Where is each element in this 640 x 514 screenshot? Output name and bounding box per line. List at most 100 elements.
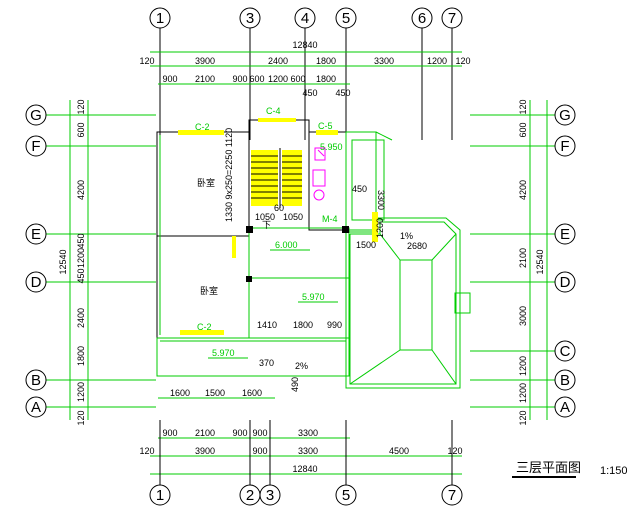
building-outline <box>156 119 471 389</box>
dim-1800-inner: 1800 <box>293 320 313 330</box>
stair-flight: 下 <box>251 148 302 230</box>
dim-top-r1-0: 120 <box>139 56 154 66</box>
axis-bubble-left-G <box>25 104 47 126</box>
dim-right-7: 120 <box>518 410 528 425</box>
right-axis-bubbles: G F E D C B A <box>470 104 576 418</box>
dim-top-sub-0: 450 <box>302 88 317 98</box>
axis-bubble-left-F <box>25 135 47 157</box>
dim-bot-r3-2: 1600 <box>242 388 262 398</box>
axis-bubble-top-1 <box>149 7 171 29</box>
dim-right-1: 600 <box>518 122 528 137</box>
axis-label-left-B: B <box>31 372 41 389</box>
window-c2-bottom <box>180 330 224 335</box>
bathroom-fixtures <box>312 147 326 201</box>
label-c4: C-4 <box>266 106 281 116</box>
dim-450: 450 <box>352 184 367 194</box>
plan-labels: C-2 C-4 C-5 C-2 M-4 卧室 卧室 1330 9x250=225… <box>195 106 427 392</box>
stair-down-label: 下 <box>262 220 271 230</box>
dim-bot-r2-2: 900 <box>232 428 247 438</box>
axis-bubble-right-F <box>554 135 576 157</box>
dim-right-4: 3000 <box>518 306 528 326</box>
axis-label-top-1: 1 <box>156 10 164 27</box>
dim-left-4: 1200 <box>76 248 86 268</box>
dim-top-r1-3: 1800 <box>316 56 336 66</box>
dim-bot-r3-0: 1600 <box>170 388 190 398</box>
dim-right-5: 1200 <box>518 356 528 376</box>
axis-label-top-5: 5 <box>342 10 350 27</box>
axis-label-right-E: E <box>560 226 570 243</box>
axis-label-bottom-3: 3 <box>266 487 274 504</box>
axis-label-right-G: G <box>559 107 571 124</box>
axis-label-bottom-7: 7 <box>448 487 456 504</box>
dim-bot-r1-4: 4500 <box>389 446 409 456</box>
dim-top-r2-2: 900 <box>232 74 247 84</box>
dim-top-r2-3: 600 <box>249 74 264 84</box>
elev-5950: 5.950 <box>320 142 343 152</box>
drawing-title: 三层平面图 <box>516 460 581 475</box>
left-axis-bubbles: G F E D B A <box>25 104 156 418</box>
axis-label-top-7: 7 <box>448 10 456 27</box>
label-c5: C-5 <box>318 121 333 131</box>
axis-label-left-F: F <box>31 138 40 155</box>
axis-bubble-top-6 <box>411 7 433 29</box>
toilet-icon <box>312 169 326 187</box>
axis-label-left-A: A <box>31 399 41 416</box>
axis-bubble-top-7 <box>441 7 463 29</box>
axis-label-bottom-5: 5 <box>342 487 350 504</box>
room-label-upper: 卧室 <box>197 177 215 188</box>
dim-right-total: 12540 <box>535 249 545 274</box>
axis-label-right-F: F <box>560 138 569 155</box>
top-dimensions: 12840 120 3900 2400 1800 3300 1200 120 9… <box>139 40 470 98</box>
dim-top-r1-6: 120 <box>455 56 470 66</box>
window-c4 <box>258 118 296 122</box>
label-c2-bottom: C-2 <box>197 322 212 332</box>
axis-label-bottom-2: 2 <box>246 487 254 504</box>
dim-bot-r1-2: 900 <box>252 446 267 456</box>
dim-left-total: 12540 <box>58 249 68 274</box>
stair-dimension-note: 1330 9x250=2250 1120 <box>224 128 234 222</box>
dim-3300-inner: 3300 <box>376 190 386 210</box>
dim-1410: 1410 <box>257 320 277 330</box>
axis-bubble-right-D <box>554 271 576 293</box>
dim-bot-r2-0: 900 <box>162 428 177 438</box>
dim-top-r2-1: 2100 <box>195 74 215 84</box>
left-dimensions: 12540 120 600 4200 450 1200 450 2100 240… <box>58 99 89 426</box>
axis-label-bottom-1: 1 <box>156 487 164 504</box>
dim-right-2: 4200 <box>518 180 528 200</box>
axis-bubble-right-A <box>554 396 576 418</box>
dim-left-3: 450 <box>76 233 86 248</box>
elev-5970-b: 5.970 <box>212 348 235 358</box>
dim-bot-r2-3: 900 <box>252 428 267 438</box>
axis-bubble-left-B <box>25 369 47 391</box>
dim-60: 60 <box>274 203 284 213</box>
dim-top-sub-1: 450 <box>335 88 350 98</box>
axis-bubble-right-G <box>554 104 576 126</box>
axis-label-right-D: D <box>560 274 571 291</box>
dim-right-3: 2100 <box>518 248 528 268</box>
elev-6000: 6.000 <box>275 240 298 250</box>
axis-bubble-left-E <box>25 223 47 245</box>
dim-left-2: 4200 <box>76 180 86 200</box>
drawing-title-block: 三层平面图 1:150 <box>512 460 628 478</box>
axis-bubble-top-4 <box>294 7 316 29</box>
dim-top-r2-5: 600 <box>290 74 305 84</box>
dim-left-7: 2400 <box>76 308 86 328</box>
axis-label-top-4: 4 <box>301 10 309 27</box>
axis-label-top-6: 6 <box>418 10 426 27</box>
bottom-axis-bubbles: 1 2 3 5 7 <box>149 420 463 506</box>
shower-icon <box>314 147 326 161</box>
dim-top-r1-4: 3300 <box>374 56 394 66</box>
axis-bubble-bottom-3 <box>259 484 281 506</box>
axis-label-top-3: 3 <box>246 10 254 27</box>
dim-370: 370 <box>259 358 274 368</box>
axis-bubble-bottom-5 <box>335 484 357 506</box>
dim-left-8: 1800 <box>76 346 86 366</box>
dim-top-r1-1: 3900 <box>195 56 215 66</box>
dim-left-5: 450 <box>76 268 86 283</box>
axis-bubble-right-E <box>554 223 576 245</box>
axis-bubble-bottom-7 <box>441 484 463 506</box>
dim-1200-inner: 1200 <box>375 218 385 238</box>
dim-left-1: 600 <box>76 122 86 137</box>
dim-left-11: 120 <box>76 410 86 425</box>
